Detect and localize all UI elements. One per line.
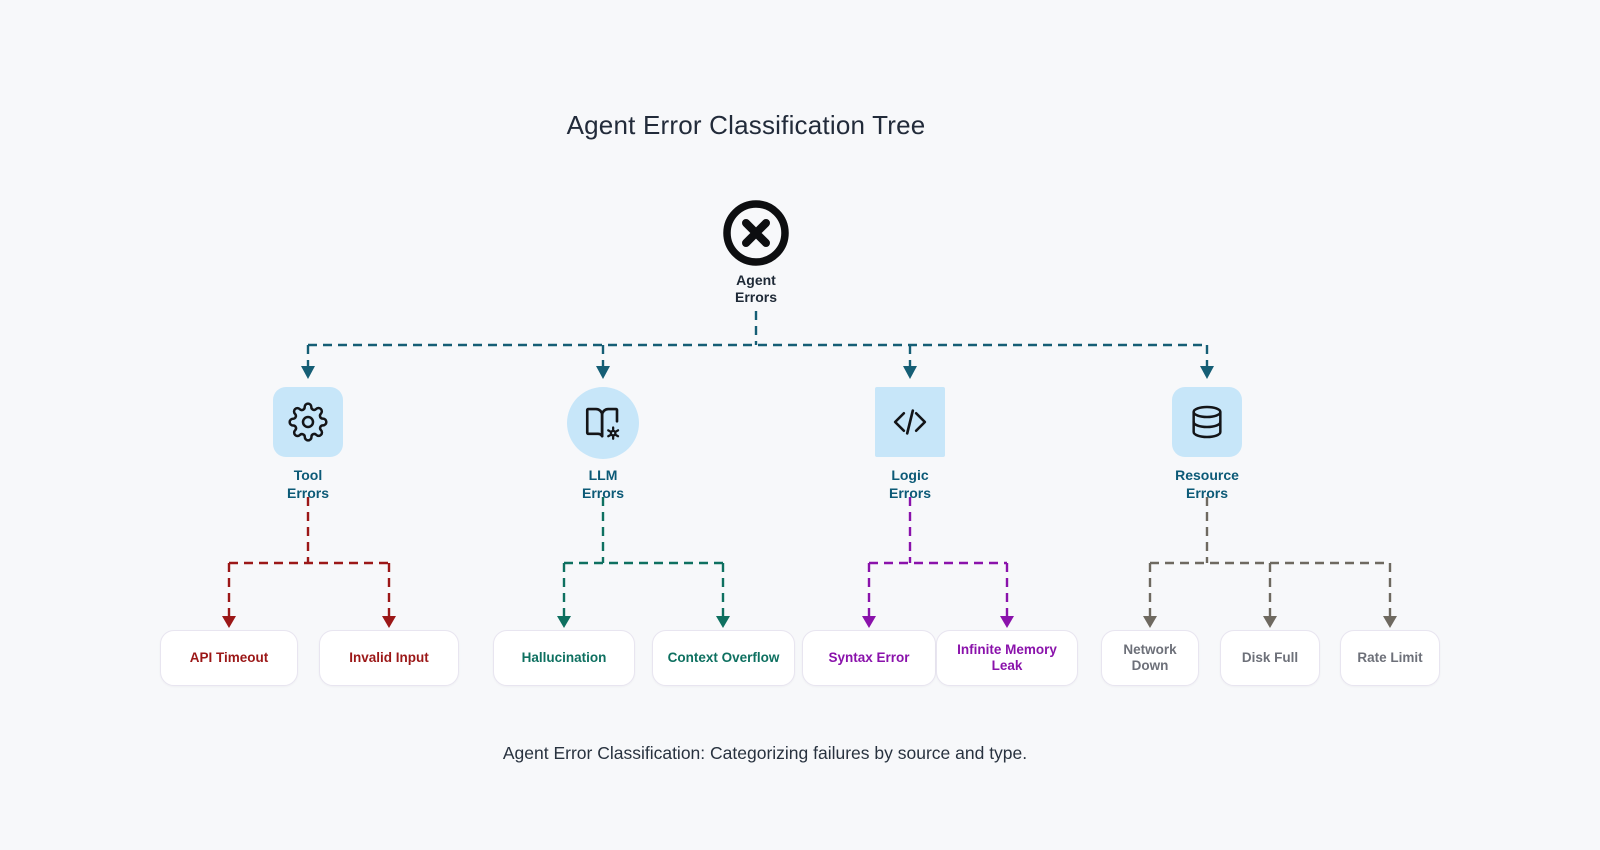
arrowheads-resource	[1143, 616, 1397, 628]
connector-llm	[562, 497, 725, 616]
leaf-infinite-memory-leak: Infinite Memory Leak	[936, 630, 1078, 686]
arrowheads-llm	[557, 616, 730, 628]
database-icon	[1172, 387, 1242, 457]
diagram-title: Agent Error Classification Tree	[566, 110, 926, 140]
branch-label-llm: LLM Errors	[581, 467, 625, 501]
leaf-context-overflow: Context Overflow	[652, 630, 795, 686]
connector-root	[306, 311, 1209, 366]
diagram-caption: Agent Error Classification: Categorizing…	[502, 743, 1028, 763]
arrowheads-logic	[862, 616, 1014, 628]
circle-x-icon	[723, 200, 789, 266]
leaf-rate-limit: Rate Limit	[1340, 630, 1440, 686]
branch-label-logic: Logic Errors	[888, 467, 932, 501]
leaf-syntax-error: Syntax Error	[802, 630, 936, 686]
leaf-network-down: Network Down	[1101, 630, 1199, 686]
leaf-invalid-input: Invalid Input	[319, 630, 459, 686]
branch-label-tool: Tool Errors	[286, 467, 330, 501]
leaf-hallucination: Hallucination	[493, 630, 635, 686]
gear-icon	[273, 387, 343, 457]
connector-logic	[867, 497, 1009, 616]
connector-resource	[1148, 497, 1392, 616]
root-label: Agent Errors	[734, 272, 778, 305]
leaf-disk-full: Disk Full	[1220, 630, 1320, 686]
branch-label-resource: Resource Errors	[1175, 467, 1239, 501]
book-cog-icon	[567, 387, 639, 459]
code-icon	[875, 387, 945, 457]
connector-tool	[227, 497, 391, 616]
arrowheads-root	[301, 366, 1214, 379]
arrowheads-tool	[222, 616, 396, 628]
leaf-api-timeout: API Timeout	[160, 630, 298, 686]
